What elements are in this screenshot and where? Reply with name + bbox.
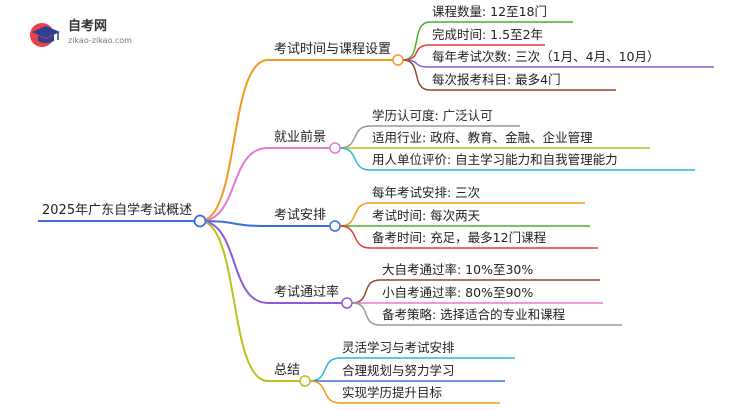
leaf-label-3-3: 备考时间: 充足，最多12门课程: [372, 230, 547, 245]
leaf-label-4-3: 备考策略: 选择适合的专业和课程: [382, 307, 566, 322]
leaf-connector-5-3: [309, 380, 341, 404]
site-logo: 自考网 zikao-zikao.com: [28, 18, 158, 50]
logo-title: 自考网: [68, 19, 108, 34]
branch-label-2: 就业前景: [274, 130, 327, 145]
logo-subtitle: zikao-zikao.com: [68, 36, 132, 45]
leaf-label-1-4: 每次报考科目: 最多4门: [432, 72, 561, 87]
leaf-label-4-2: 小自考通过率: 80%至90%: [382, 285, 534, 300]
branch-connector-3: [199, 220, 269, 227]
leaf-label-1-1: 课程数量: 12至18门: [432, 4, 547, 19]
leaf-connector-2-3: [339, 147, 371, 171]
leaf-connector-3-3: [339, 225, 371, 249]
leaf-label-1-3: 每年考试次数: 三次（1月、4月、10月）: [432, 49, 660, 64]
branch-node-4: [341, 297, 353, 309]
leaf-label-1-2: 完成时间: 1.5至2年: [432, 27, 544, 42]
leaf-connector-4-3: [351, 302, 381, 326]
leaf-label-3-2: 考试时间: 每次两天: [372, 208, 481, 223]
leaf-label-4-1: 大自考通过率: 10%至30%: [382, 262, 534, 277]
branch-connector-1: [199, 59, 269, 222]
branch-connector-4: [199, 220, 269, 304]
branch-label-4: 考试通过率: [274, 285, 340, 300]
branch-node-2: [329, 142, 341, 154]
leaf-connector-5-1: [309, 357, 341, 382]
branch-label-5: 总结: [274, 363, 301, 378]
leaf-connector-1-1: [402, 21, 431, 61]
graduation-cap-icon: [30, 23, 60, 47]
root-node: [193, 214, 207, 228]
leaf-connector-1-4: [402, 59, 431, 91]
leaf-label-5-3: 实现学历提升目标: [342, 385, 443, 400]
branch-node-1: [392, 54, 404, 66]
branch-node-5: [299, 375, 311, 387]
branch-label-1: 考试时间与课程设置: [274, 42, 392, 57]
root-node-label: 2025年广东自学考试概述: [42, 203, 193, 218]
leaf-label-5-2: 合理规划与努力学习: [342, 363, 455, 378]
leaf-connector-1-2: [402, 44, 431, 61]
branch-label-3: 考试安排: [274, 208, 327, 223]
leaf-label-2-2: 适用行业: 政府、教育、金融、企业管理: [372, 130, 593, 145]
leaf-connector-4-1: [351, 279, 381, 304]
branch-node-3: [329, 220, 341, 232]
leaf-connector-2-1: [339, 125, 371, 149]
branch-connector-2: [199, 147, 269, 222]
leaf-label-2-3: 用人单位评价: 自主学习能力和自我管理能力: [372, 152, 618, 167]
leaf-connector-3-1: [339, 202, 371, 227]
leaf-label-5-1: 灵活学习与考试安排: [342, 340, 455, 355]
branch-connector-5: [199, 220, 269, 382]
leaf-label-2-1: 学历认可度: 广泛认可: [372, 108, 493, 123]
leaf-label-3-1: 每年考试安排: 三次: [372, 185, 481, 200]
